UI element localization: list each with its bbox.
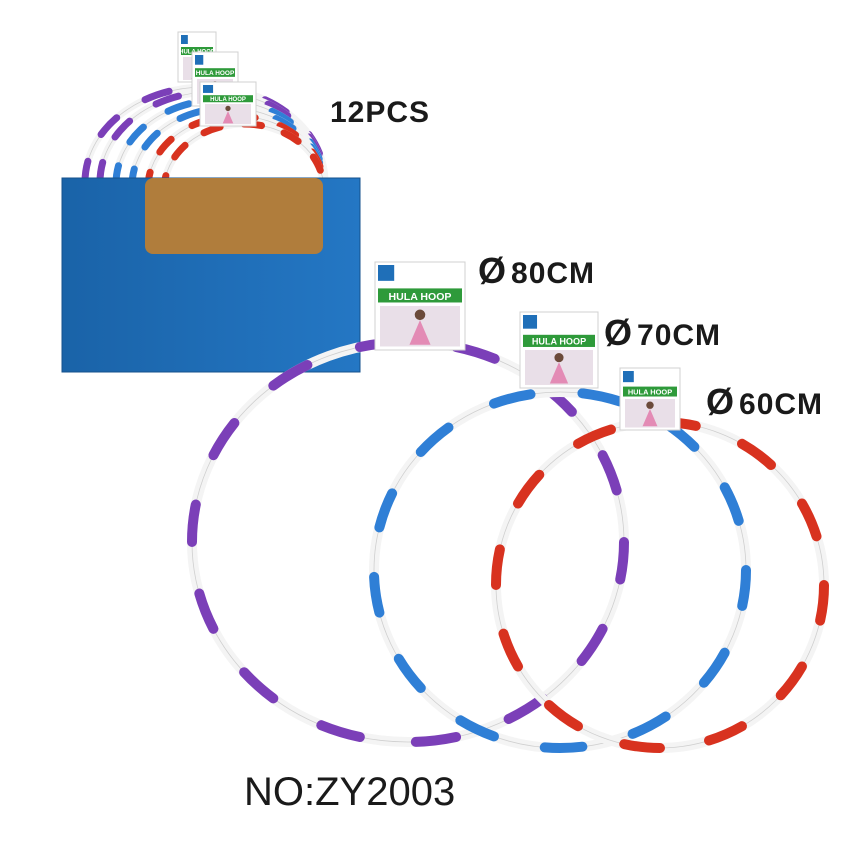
hoop-stripe [208, 418, 240, 461]
hoop-stripe [268, 107, 294, 126]
hoop-stripe [152, 92, 182, 108]
box-card: HULA HOOP [199, 81, 257, 127]
hoop-stripe [498, 628, 523, 672]
hoop-stripe [176, 108, 203, 122]
hoop-stripe [264, 100, 292, 120]
brand-logo-icon [195, 55, 204, 65]
hoop-stripe [268, 360, 313, 391]
hoop-stripe [719, 482, 744, 526]
brand-logo-icon [203, 85, 214, 93]
model-number: NO:ZY2003 [244, 770, 456, 814]
hoop-stripe [615, 537, 630, 585]
diameter-icon: Ø [604, 312, 634, 353]
hoop-stripe [698, 647, 730, 688]
hoop-stripe [513, 469, 545, 509]
hoop-stripe [737, 565, 752, 611]
hoop-stripe [111, 117, 134, 141]
hoop-stripe [393, 653, 426, 693]
hoop-stripe [156, 135, 175, 156]
hoop-stripe [141, 87, 173, 104]
hoop-80cm [186, 337, 630, 747]
hoop-stripe [369, 571, 385, 618]
diameter-value: 70CM [637, 319, 722, 352]
hoop-stripe [597, 450, 622, 496]
card-title: HULA HOOP [210, 97, 246, 103]
card-80cm: HULA HOOP [374, 261, 466, 351]
card-title: HULA HOOP [389, 291, 452, 303]
card-title: HULA HOOP [628, 388, 672, 397]
brand-logo-icon [523, 315, 538, 329]
hoop-stripe [737, 438, 776, 470]
hoop-stripe [316, 720, 365, 742]
hoop-stripe [126, 123, 147, 146]
hoop-stripe [455, 715, 499, 742]
brand-logo-icon [623, 371, 634, 383]
hoop-stripe [374, 488, 398, 533]
hoop-stripe [503, 693, 548, 724]
diameter-value: 80CM [511, 257, 596, 290]
hoop-stripe [415, 422, 454, 457]
hoop-stripe [410, 732, 462, 747]
hoop-70cm [369, 387, 752, 753]
brand-logo-icon [378, 265, 395, 281]
hoop-stripe [200, 123, 224, 137]
card-70cm: HULA HOOP [519, 311, 599, 389]
hoop-stripe [815, 580, 830, 626]
hoop-stripe [775, 661, 807, 701]
hoop-stripe [280, 129, 302, 145]
display-box [61, 177, 361, 373]
hoop-60cm [490, 416, 830, 754]
diameter-icon: Ø [478, 250, 508, 291]
diameter-value: 60CM [739, 388, 824, 421]
card-title: HULA HOOP [196, 70, 235, 77]
diameter-icon: Ø [706, 381, 736, 422]
hoop-stripe [276, 122, 300, 139]
hoop-stripe [619, 739, 665, 754]
hoop-stripe [490, 544, 505, 590]
hoop-stripe [489, 389, 536, 409]
hoop-stripe [309, 153, 324, 174]
hoop-stripe [704, 721, 747, 746]
hoop-stripe [577, 388, 625, 407]
hoop-stripe [239, 667, 279, 704]
hoop-stripe [272, 115, 297, 133]
hoop-stripe [164, 100, 193, 115]
card-title: HULA HOOP [532, 337, 586, 347]
display-box-window [145, 178, 323, 254]
hoop-stripe [97, 114, 121, 138]
hoop-stripe [576, 623, 608, 666]
hoop-stripe [194, 588, 219, 634]
hoop-stripe [186, 499, 201, 547]
count-label: 12PCS [330, 96, 431, 129]
card-60cm: HULA HOOP [619, 367, 681, 431]
hoop-stripe [141, 129, 161, 151]
hoop-stripe [797, 498, 822, 542]
hoop-stripe [544, 700, 583, 732]
hoop-stripe [573, 424, 616, 449]
hoop-stripe [627, 711, 671, 739]
brand-logo-icon [181, 35, 188, 44]
packaging-cards: HULA HOOP HULA HOOP HULA HOOP HULA HOOP HULA… [177, 31, 681, 431]
hoop-stripe [171, 141, 189, 161]
hoop-stripe [539, 741, 588, 753]
